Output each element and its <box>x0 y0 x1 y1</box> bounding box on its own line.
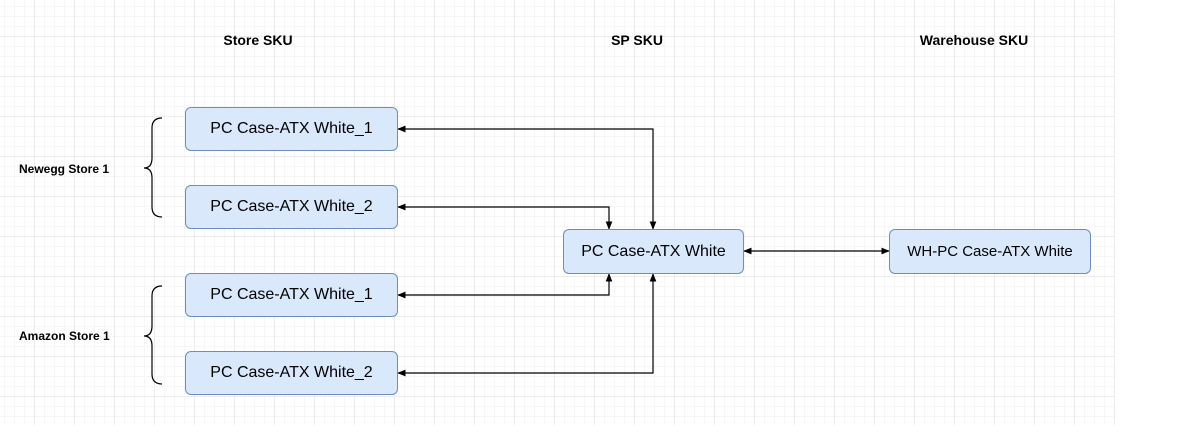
connector-newegg-2[interactable] <box>397 203 613 230</box>
store-node-newegg-1[interactable]: PC Case-ATX White_1 <box>185 107 398 151</box>
warehouse-sku-node[interactable]: WH-PC Case-ATX White <box>889 229 1091 274</box>
sp-sku-node[interactable]: PC Case-ATX White <box>563 229 744 274</box>
brace-newegg <box>143 117 163 218</box>
brace-amazon <box>143 285 163 385</box>
store-node-amazon-1[interactable]: PC Case-ATX White_1 <box>185 273 398 317</box>
connector-newegg-1[interactable] <box>397 125 657 230</box>
connector-amazon-2[interactable] <box>397 273 657 377</box>
group-label-amazon: Amazon Store 1 <box>19 329 110 343</box>
heading-warehouse-sku: Warehouse SKU <box>919 32 1029 48</box>
heading-sp-sku: SP SKU <box>611 32 663 48</box>
connector-amazon-1[interactable] <box>397 273 613 299</box>
store-node-newegg-2[interactable]: PC Case-ATX White_2 <box>185 185 398 229</box>
store-node-amazon-2[interactable]: PC Case-ATX White_2 <box>185 351 398 395</box>
heading-store-sku: Store SKU <box>223 32 293 48</box>
group-label-newegg: Newegg Store 1 <box>19 162 110 176</box>
